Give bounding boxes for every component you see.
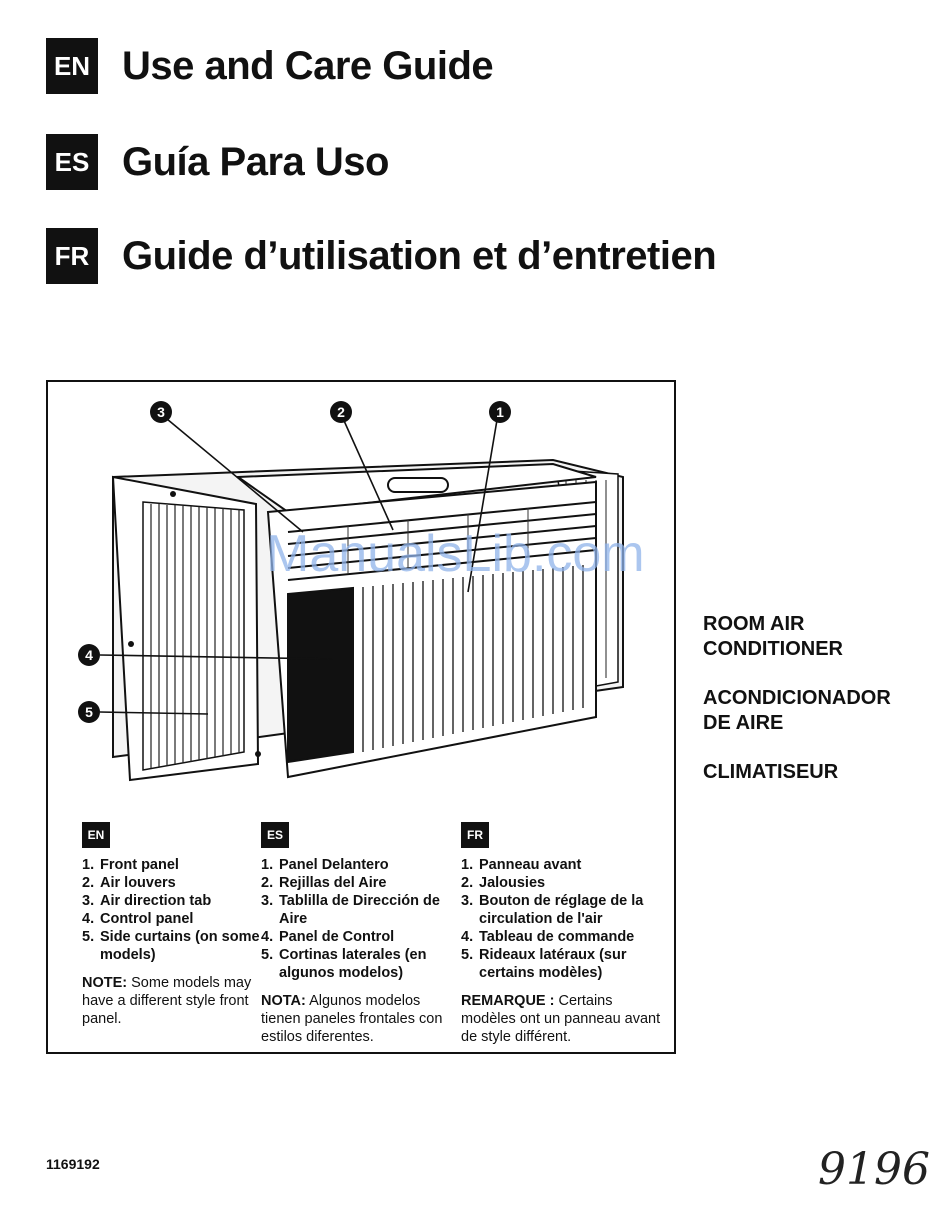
page-title-en: Use and Care Guide	[122, 43, 494, 88]
callout-marker-1: 1	[489, 401, 511, 423]
list-item: 5.Rideaux latéraux (sur certains modèles…	[461, 947, 627, 981]
list-item: 3.Air direction tab	[82, 893, 212, 909]
lang-badge-small-es: ES	[261, 822, 289, 848]
legend-column-fr: FR 1.Panneau avant 2.Jalousies 3.Bouton …	[461, 822, 661, 1046]
title-row-fr: FR Guide d’utilisation et d’entretien	[46, 228, 717, 284]
list-item: 4.Panel de Control	[261, 929, 395, 945]
list-item: 3.Tablilla de Dirección de Aire	[261, 893, 440, 927]
lang-badge-fr: FR	[46, 228, 98, 284]
legend-column-en: EN 1.Front panel 2.Air louvers 3.Air dir…	[82, 822, 272, 1028]
product-label-es: ACONDICIONADOR DE AIRE	[703, 687, 891, 734]
list-item: 4.Control panel	[82, 911, 194, 927]
lang-badge-small-fr: FR	[461, 822, 489, 848]
list-item: 1.Panel Delantero	[261, 857, 389, 873]
svg-text:1: 1	[496, 404, 504, 420]
list-item: 5.Cortinas laterales (en algunos modelos…	[261, 947, 427, 981]
title-row-en: EN Use and Care Guide	[46, 38, 494, 94]
list-item: 1.Panneau avant	[461, 857, 582, 873]
lang-badge-en: EN	[46, 38, 98, 94]
figure-box: 3 2 1 4 5 EN 1.Front panel 2.Air louvers…	[46, 380, 676, 1054]
list-item: 4.Tableau de commande	[461, 929, 635, 945]
callout-marker-4: 4	[78, 644, 100, 666]
lang-badge-small-en: EN	[82, 822, 110, 848]
handwritten-note: 9196	[818, 1144, 930, 1195]
parts-list-en: 1.Front panel 2.Air louvers 3.Air direct…	[82, 856, 272, 964]
callout-marker-2: 2	[330, 401, 352, 423]
title-row-es: ES Guía Para Uso	[46, 134, 389, 190]
list-item: 1.Front panel	[82, 857, 179, 873]
legend-column-es: ES 1.Panel Delantero 2.Rejillas del Aire…	[261, 822, 451, 1046]
lang-badge-es: ES	[46, 134, 98, 190]
parts-list-es: 1.Panel Delantero 2.Rejillas del Aire 3.…	[261, 856, 451, 982]
list-item: 3.Bouton de réglage de la circulation de…	[461, 893, 644, 927]
list-item: 5.Side curtains (on some models)	[82, 929, 260, 963]
svg-text:2: 2	[337, 404, 345, 420]
product-labels: ROOM AIR CONDITIONER ACONDICIONADOR DE A…	[703, 612, 913, 809]
svg-text:4: 4	[85, 647, 93, 663]
air-conditioner-illustration: 3 2 1 4 5	[78, 401, 624, 782]
callout-marker-3: 3	[150, 401, 172, 423]
page-title-es: Guía Para Uso	[122, 139, 389, 184]
list-item: 2.Rejillas del Aire	[261, 875, 387, 891]
watermark: ManualsLib.com	[266, 525, 645, 583]
part-number: 1169192	[46, 1156, 100, 1172]
note-en: NOTE: Some models may have a different s…	[82, 975, 252, 1027]
parts-list-fr: 1.Panneau avant 2.Jalousies 3.Bouton de …	[461, 856, 661, 982]
note-fr: REMARQUE : Certains modèles ont un panne…	[461, 993, 661, 1045]
callout-marker-5: 5	[78, 701, 100, 723]
list-item: 2.Air louvers	[82, 875, 176, 891]
product-label-fr: CLIMATISEUR	[703, 761, 839, 783]
note-es: NOTA: Algunos modelos tienen paneles fro…	[261, 993, 443, 1045]
product-label-en: ROOM AIR CONDITIONER	[703, 613, 843, 660]
page-title-fr: Guide d’utilisation et d’entretien	[122, 233, 717, 278]
list-item: 2.Jalousies	[461, 875, 546, 891]
svg-text:5: 5	[85, 704, 93, 720]
svg-text:3: 3	[157, 404, 165, 420]
